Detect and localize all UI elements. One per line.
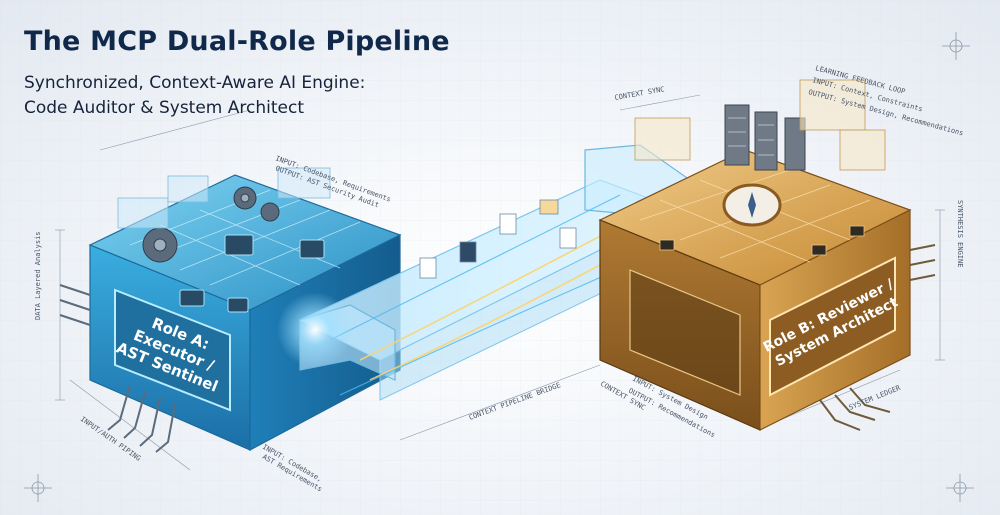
subtitle-line-1: Synchronized, Context-Aware AI Engine:	[24, 73, 366, 93]
document-icon	[419, 199, 577, 279]
gear-icon	[142, 186, 280, 263]
subtitle-line-2: Code Auditor & System Architect	[24, 98, 304, 118]
role-b-side-label: SYNTHESIS ENGINE	[956, 200, 964, 267]
page-title: The MCP Dual-Role Pipeline	[24, 26, 450, 57]
chip-icon	[179, 234, 325, 313]
corner-crosshairs	[24, 32, 974, 502]
server-icon	[724, 104, 806, 171]
role-a-side-label: DATA Layered Analysis	[34, 231, 42, 320]
compass-icon	[722, 183, 782, 227]
role-b-cube: Role B: Reviewer / System Architect LEAR…	[598, 64, 964, 439]
